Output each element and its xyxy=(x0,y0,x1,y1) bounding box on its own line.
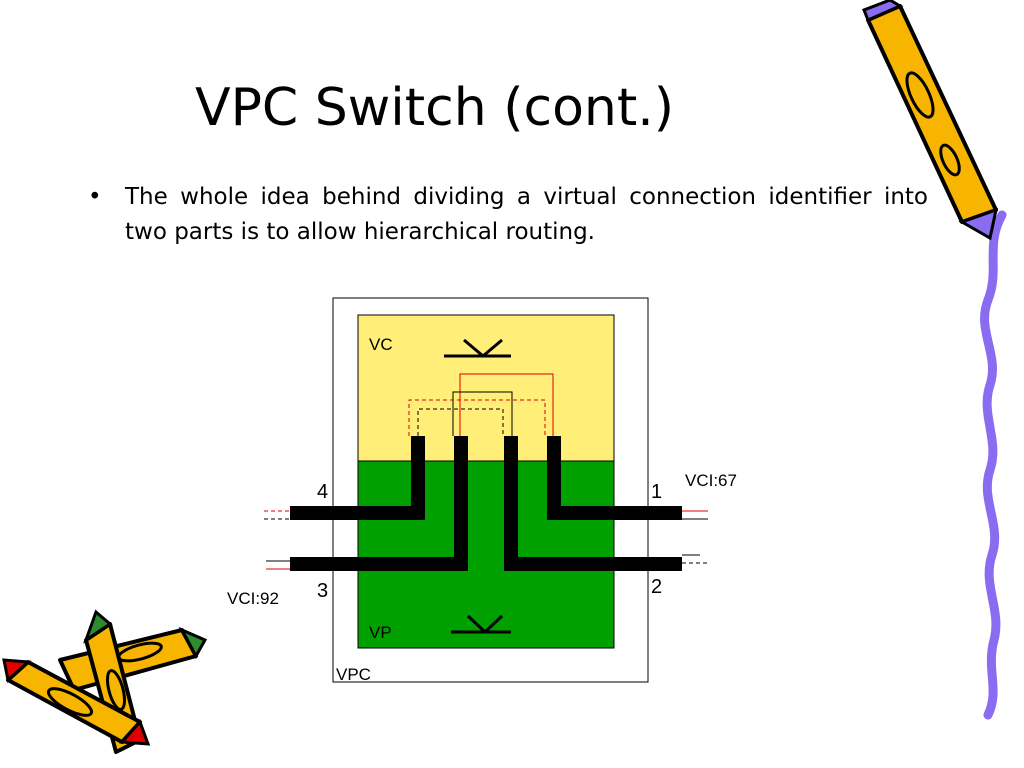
right-lower-link xyxy=(504,557,682,571)
left-upper-riser xyxy=(411,436,425,520)
vp-switch-symbol xyxy=(451,614,511,634)
vpc-label: VPC xyxy=(336,665,371,684)
slide-title: VPC Switch (cont.) xyxy=(195,78,675,138)
pencil-bottom-left-green-icon xyxy=(58,626,208,692)
right-lower-riser xyxy=(504,436,518,571)
black-solid-connection xyxy=(452,391,513,436)
left-upper-link xyxy=(290,506,425,520)
red-dashed-connection xyxy=(408,399,546,436)
bullet-dot: • xyxy=(88,184,102,210)
vc-switch-symbol xyxy=(444,338,511,358)
right-upper-link xyxy=(547,506,682,520)
left-lower-riser xyxy=(454,436,468,571)
vp-region xyxy=(357,460,615,649)
vp-label: VP xyxy=(369,623,392,642)
port-4-label: 4 xyxy=(317,481,328,503)
link-bars xyxy=(290,436,682,571)
red-solid-connection xyxy=(459,373,554,436)
bullet-item: • The whole idea behind dividing a virtu… xyxy=(88,180,928,250)
vci-left-label: VCI:92 xyxy=(227,589,279,608)
vc-connection-lines xyxy=(408,373,554,436)
pencil-top-right-icon xyxy=(862,0,999,241)
left-lower-link xyxy=(290,557,468,571)
vc-region xyxy=(357,314,615,462)
port-2-label: 2 xyxy=(651,576,662,598)
vci-right-label: VCI:67 xyxy=(685,471,737,490)
squiggle-decoration-icon xyxy=(980,210,1007,720)
vc-label: VC xyxy=(369,335,393,354)
bullet-text: The whole idea behind dividing a virtual… xyxy=(125,184,928,245)
port-3-label: 3 xyxy=(317,580,328,602)
pencil-bottom-left-red-icon xyxy=(2,658,151,746)
port-1-label: 1 xyxy=(651,481,662,503)
external-wires xyxy=(264,510,708,570)
right-upper-riser xyxy=(547,436,561,520)
